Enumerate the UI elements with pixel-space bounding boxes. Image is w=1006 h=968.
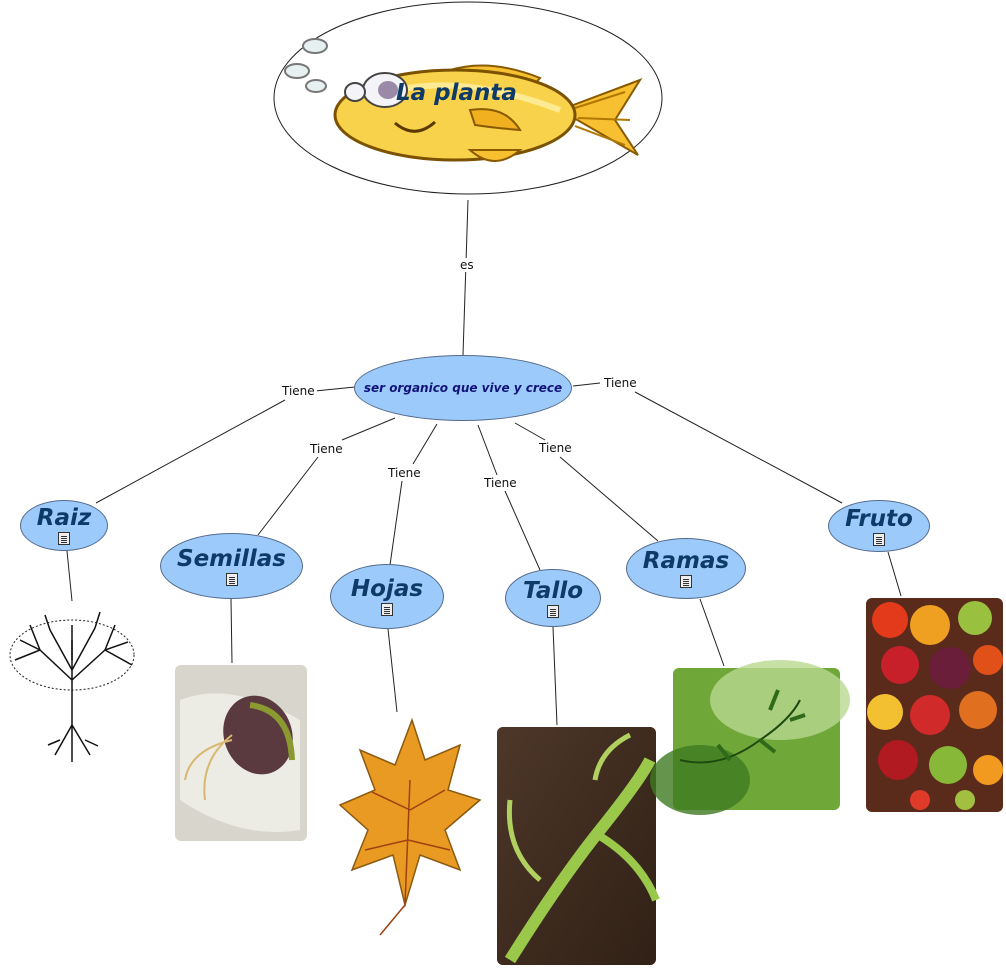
node-semillas-label: Semillas: [177, 545, 286, 572]
link-label-tiene-tallo: Tiene: [482, 476, 519, 490]
title-label: La planta: [396, 80, 517, 106]
line-ramas-image: [699, 598, 725, 667]
line-raiz-image: [66, 550, 73, 602]
line-center-tiene-raiz: [314, 386, 356, 392]
line-center-tiene-semillas: [341, 417, 396, 441]
link-label-es: es: [458, 258, 476, 272]
line-tiene-semillas: [257, 456, 319, 536]
tree-image: [2, 603, 144, 803]
center-node[interactable]: ser organico que vive y crece: [354, 355, 572, 421]
node-hojas[interactable]: Hojas: [330, 564, 444, 629]
line-fruto-image: [887, 551, 902, 597]
link-label-tiene-fruto: Tiene: [602, 376, 639, 390]
document-icon[interactable]: [680, 575, 692, 588]
connector-lines: [66, 199, 902, 726]
line-tiene-raiz: [95, 399, 286, 504]
line-tiene-tallo: [504, 490, 541, 571]
seed-image: [175, 665, 307, 841]
center-node-label: ser organico que vive y crece: [363, 381, 563, 395]
line-center-tiene-tallo: [477, 424, 498, 476]
node-ramas-label: Ramas: [642, 548, 730, 574]
line-tiene-hojas: [389, 480, 403, 566]
node-raiz[interactable]: Raiz: [20, 500, 108, 551]
document-icon[interactable]: [225, 572, 238, 586]
stem-image: [497, 727, 660, 965]
node-fruto[interactable]: Fruto: [828, 500, 930, 552]
node-ramas[interactable]: Ramas: [626, 538, 746, 599]
line-semillas-image: [230, 598, 233, 664]
node-tallo-label: Tallo: [522, 577, 584, 604]
link-label-tiene-raiz: Tiene: [280, 384, 317, 398]
line-title-center: [462, 199, 469, 356]
document-icon[interactable]: [873, 532, 885, 546]
document-icon[interactable]: [381, 603, 393, 616]
line-center-tiene-fruto: [572, 382, 601, 387]
link-label-tiene-semillas: Tiene: [308, 442, 345, 456]
fish-image: [284, 38, 643, 162]
line-tiene-fruto: [634, 391, 843, 504]
line-center-tiene-ramas: [514, 422, 546, 441]
link-label-tiene-ramas: Tiene: [537, 441, 574, 455]
line-tallo-image: [552, 626, 558, 726]
branch-image: [650, 660, 850, 815]
leaf-image: [338, 714, 482, 936]
node-semillas[interactable]: Semillas: [160, 533, 303, 599]
node-fruto-label: Fruto: [845, 505, 913, 532]
line-tiene-ramas: [559, 456, 659, 542]
line-center-tiene-hojas: [412, 423, 438, 465]
fruit-image: [866, 598, 1003, 812]
link-label-tiene-hojas: Tiene: [386, 466, 423, 480]
node-tallo[interactable]: Tallo: [505, 569, 601, 627]
document-icon[interactable]: [547, 604, 559, 618]
node-hojas-label: Hojas: [350, 576, 424, 602]
line-hojas-image: [387, 628, 398, 713]
node-raiz-label: Raiz: [36, 505, 92, 531]
document-icon[interactable]: [58, 532, 70, 545]
